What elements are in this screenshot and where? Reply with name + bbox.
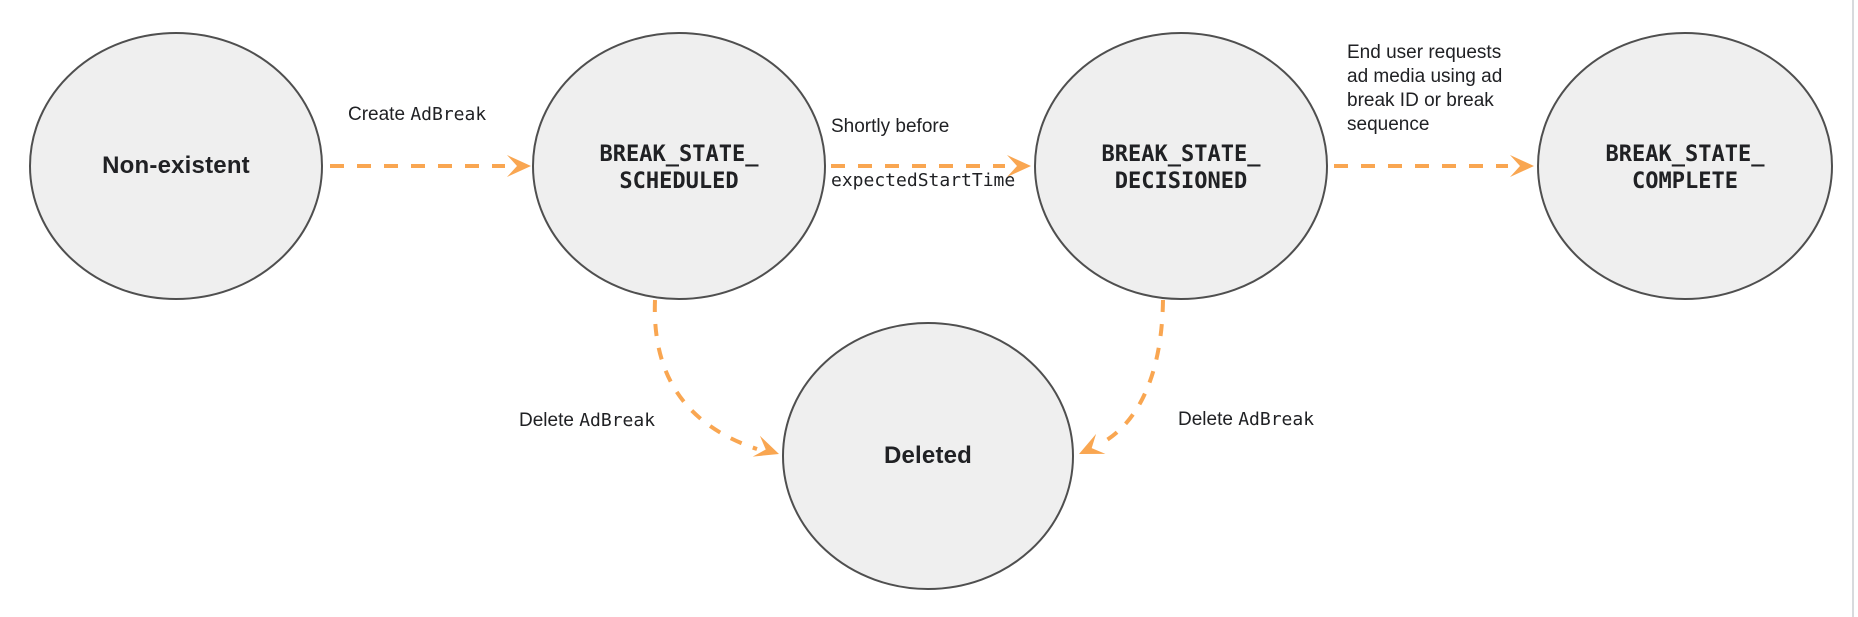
transition-label-shortly-before: Shortly before expectedStartTime — [831, 86, 1015, 221]
transition-label-code: AdBreak — [1238, 409, 1315, 430]
arrowhead-icon — [1079, 433, 1106, 454]
state-label-deleted: Deleted — [883, 442, 973, 469]
transition-label-create-adbreak: Create AdBreak — [348, 103, 486, 127]
state-circle-decisioned — [1034, 32, 1328, 300]
page-right-border — [1852, 0, 1854, 617]
state-label-complete: BREAK_STATE_ COMPLETE — [1605, 142, 1765, 194]
transition-arrow-delete-left — [652, 299, 758, 451]
arrowhead-icon — [1007, 155, 1031, 177]
transition-label-end-user: End user requests ad media using ad brea… — [1347, 42, 1503, 135]
arrowhead-icon — [752, 435, 779, 457]
arrowhead-icon — [1510, 155, 1534, 177]
transition-arrow-delete-right — [1099, 299, 1165, 446]
state-label-non-existent: Non-existent — [102, 152, 250, 179]
transition-label-text: Shortly before — [831, 116, 950, 137]
state-circle-deleted — [782, 322, 1074, 590]
state-label-scheduled: BREAK_STATE_ SCHEDULED — [599, 142, 759, 194]
transition-label-delete-adbreak-left: Delete AdBreak — [519, 409, 655, 433]
state-circle-non-existent — [29, 32, 323, 300]
transition-label-delete-adbreak-right: Delete AdBreak — [1178, 408, 1314, 432]
transition-label-text: Delete — [519, 410, 580, 431]
arrowhead-icon — [507, 155, 531, 177]
transition-label-code: AdBreak — [579, 410, 656, 431]
state-circle-scheduled — [532, 32, 826, 300]
transition-label-text: Create — [348, 104, 411, 125]
state-label-decisioned: BREAK_STATE_ DECISIONED — [1101, 142, 1261, 194]
transition-label-code: AdBreak — [410, 104, 487, 125]
transition-label-code: expectedStartTime — [831, 170, 1016, 191]
state-circle-complete — [1537, 32, 1833, 300]
transition-label-text: Delete — [1178, 409, 1239, 430]
